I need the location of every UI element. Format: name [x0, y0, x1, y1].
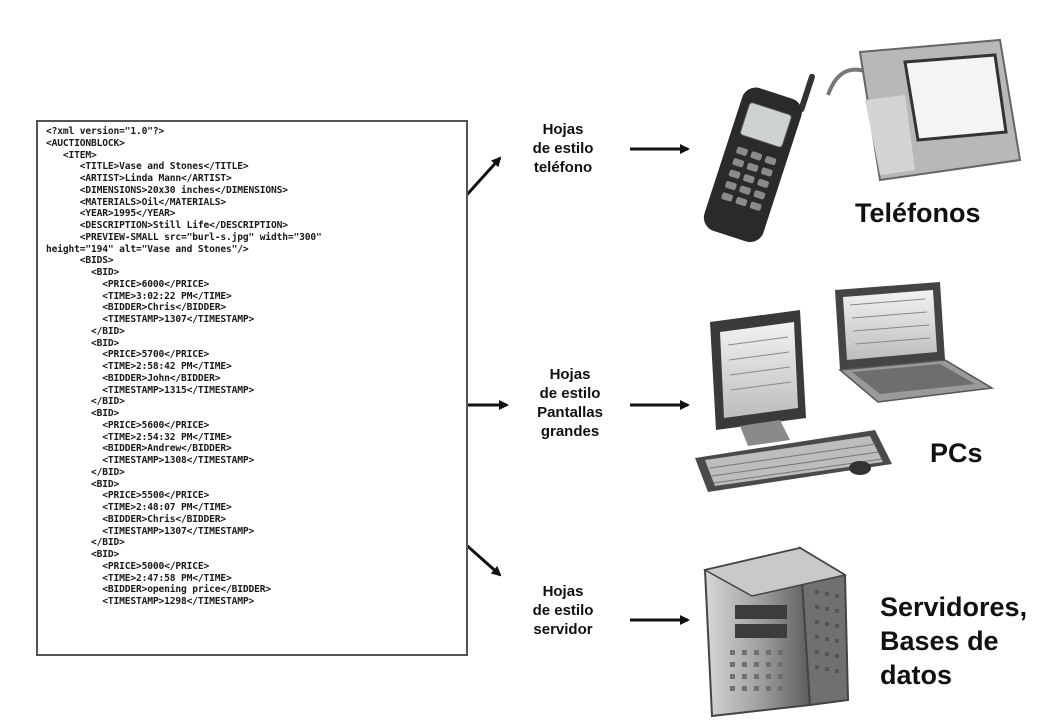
xml-line: <TITLE>Vase and Stones</TITLE>: [46, 161, 249, 173]
xml-line: <BID>: [46, 267, 120, 278]
xml-line: </BID>: [46, 466, 125, 478]
phone-stylesheet-line: Hojas: [542, 121, 584, 138]
server-stylesheet-line: servidor: [533, 621, 593, 638]
xml-line: <AUCTIONBLOCK>: [46, 137, 125, 149]
xml-line: <PRICE>5600</PRICE>: [46, 419, 210, 431]
phone-stylesheet-line: teléfono: [533, 159, 593, 176]
xml-line: <BIDDER>Chris</BIDDER>: [46, 513, 227, 525]
pcs-label: PCs: [930, 438, 983, 468]
xml-line: <BIDDER>John</BIDDER>: [46, 372, 221, 384]
xml-line: </BID>: [46, 325, 125, 337]
xml-document: <?xml version="1.0"?> <AUCTIONBLOCK> <IT…: [36, 120, 468, 656]
pda-icon: [826, 38, 1022, 182]
large-screen-stylesheet-label: Hojas de estilo Pantallas grandes: [515, 365, 625, 441]
large-screen-stylesheet-line: grandes: [540, 423, 600, 440]
xml-line: <DESCRIPTION>Still Life</DESCRIPTION>: [46, 220, 288, 231]
mobile-phone-icon: [703, 73, 815, 243]
xml-line: height="194" alt="Vase and Stones"/>: [46, 243, 249, 255]
xml-line: <BID>: [46, 478, 120, 490]
phone-stylesheet-line: de estilo: [532, 140, 594, 157]
large-screen-stylesheet-line: Pantallas: [537, 404, 603, 421]
xml-line: <TIME>2:54:32 PM</TIME>: [46, 431, 232, 443]
xml-line: <TIMESTAMP>1308</TIMESTAMP>: [46, 455, 255, 466]
xml-line: <TIMESTAMP>1307</TIMESTAMP>: [46, 314, 255, 325]
desktop-pc-icon: [695, 310, 892, 492]
xml-line: <BIDDER>opening price</BIDDER>: [46, 584, 272, 596]
xml-line: <MATERIALS>Oil</MATERIALS>: [46, 196, 227, 208]
xml-line: <PRICE>5000</PRICE>: [46, 560, 210, 572]
servers-label: Servidores, Bases de datos: [880, 590, 1027, 692]
phones-label: Teléfonos: [855, 198, 981, 228]
xml-line: </BID>: [46, 537, 125, 549]
xml-line: <ARTIST>Linda Mann</ARTIST>: [46, 173, 232, 184]
xml-line: <BIDDER>Chris</BIDDER>: [46, 302, 227, 314]
xml-line: <PRICE>5700</PRICE>: [46, 349, 210, 361]
xml-line: <YEAR>1995</YEAR>: [46, 208, 176, 220]
server-stylesheet-label: Hojas de estilo servidor: [508, 582, 618, 639]
xml-line: <TIME>3:02:22 PM</TIME>: [46, 290, 232, 302]
xml-line: <PRICE>5500</PRICE>: [46, 490, 210, 502]
servers-label-line: Bases de: [880, 626, 999, 656]
server-tower-icon: [702, 546, 850, 718]
xml-line: <ITEM>: [46, 149, 97, 161]
xml-line: <TIME>2:47:58 PM</TIME>: [46, 572, 232, 584]
xml-line: <TIME>2:58:42 PM</TIME>: [46, 361, 232, 372]
server-stylesheet-line: Hojas: [542, 583, 584, 600]
server-stylesheet-line: de estilo: [532, 602, 594, 619]
xml-code: <?xml version="1.0"?> <AUCTIONBLOCK> <IT…: [46, 126, 322, 608]
xml-line: <TIME>2:48:07 PM</TIME>: [46, 502, 232, 513]
xml-line: <TIMESTAMP>1315</TIMESTAMP>: [46, 384, 255, 396]
large-screen-stylesheet-line: de estilo: [539, 385, 601, 402]
xml-line: <BID>: [46, 337, 120, 349]
xml-line: <TIMESTAMP>1298</TIMESTAMP>: [46, 596, 255, 607]
xml-line: <PRICE>6000</PRICE>: [46, 278, 210, 290]
xml-line: <BID>: [46, 408, 120, 419]
xml-line: <TIMESTAMP>1307</TIMESTAMP>: [46, 525, 255, 537]
laptop-icon: [835, 282, 995, 403]
servers-label-line: Servidores,: [880, 592, 1028, 622]
xml-line: <BIDS>: [46, 255, 114, 267]
large-screen-stylesheet-line: Hojas: [549, 366, 591, 383]
xml-line: <PREVIEW-SMALL src="burl-s.jpg" width="3…: [46, 231, 322, 243]
xml-line: <BID>: [46, 549, 120, 560]
xml-line: <DIMENSIONS>20x30 inches</DIMENSIONS>: [46, 184, 288, 196]
xml-line: <?xml version="1.0"?>: [46, 126, 165, 137]
xml-line: </BID>: [46, 396, 125, 408]
servers-label-line: datos: [880, 660, 953, 690]
phone-stylesheet-label: Hojas de estilo teléfono: [508, 120, 618, 177]
xml-line: <BIDDER>Andrew</BIDDER>: [46, 443, 232, 455]
